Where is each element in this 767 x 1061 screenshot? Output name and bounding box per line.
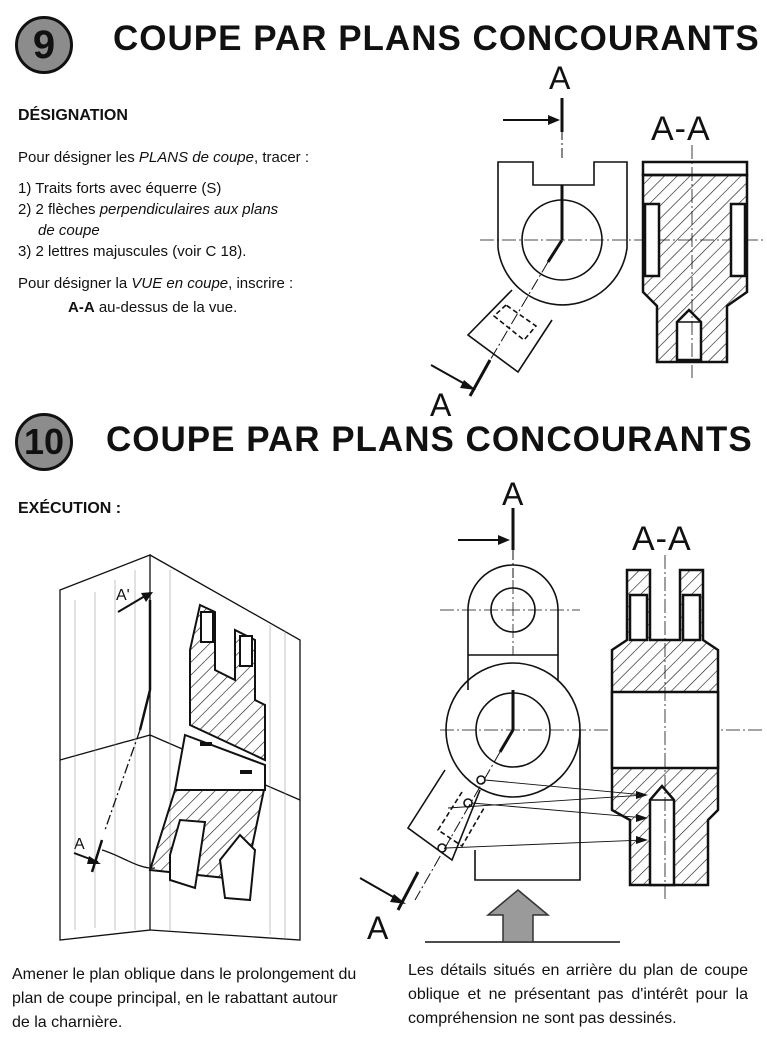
- text-fragment: perpendiculaires aux plans: [99, 201, 279, 218]
- section-title: COUPE PAR PLANS CONCOURANTS: [106, 420, 753, 459]
- caption-right: Les détails situés en arrière du plan de…: [408, 962, 748, 1027]
- text-fragment: , tracer :: [253, 149, 309, 166]
- caption-left: Amener le plan oblique dans le prolongem…: [12, 966, 357, 1031]
- designation-view-label-line: A-A au-dessus de la vue.: [68, 297, 237, 319]
- section-number: 10: [23, 421, 65, 462]
- list-item-2-continued: de coupe: [38, 220, 100, 242]
- text-fragment: VUE en coupe: [131, 275, 229, 292]
- text-fragment: Pour désigner les: [18, 149, 139, 166]
- section-subtitle: EXÉCUTION :: [18, 500, 122, 517]
- list-item-1: 1) Traits forts avec équerre (S): [18, 180, 222, 197]
- text-fragment: Pour désigner la: [18, 275, 132, 292]
- section-subtitle: DÉSIGNATION: [18, 107, 128, 124]
- text-fragment: , inscrire :: [228, 275, 294, 292]
- section-title: COUPE PAR PLANS CONCOURANTS: [113, 19, 760, 58]
- iso-label-bottom: A: [74, 836, 85, 853]
- section-label-top: A: [502, 476, 524, 512]
- section-label-bottom: A: [367, 910, 389, 946]
- section-number-badge: 9: [15, 16, 73, 74]
- designation-view-line: Pour désigner la VUE en coupe, inscrire …: [18, 273, 293, 295]
- designation-intro: Pour désigner les PLANS de coupe, tracer…: [18, 147, 309, 169]
- section-number-badge: 10: [15, 413, 73, 471]
- section-view-label: A-A: [632, 520, 692, 558]
- list-item-3: 3) 2 lettres majuscules (voir C 18).: [18, 243, 247, 260]
- section-view-label: A-A: [651, 110, 711, 148]
- text-fragment: 2) 2 flèches: [18, 201, 100, 218]
- text-fragment: A-A: [68, 299, 95, 316]
- iso-label-top: A': [116, 587, 130, 604]
- section-label-top: A: [549, 60, 571, 96]
- drawing-9-front-view: [430, 98, 765, 397]
- text-fragment: au-dessus de la vue.: [94, 299, 238, 316]
- text-fragment: de coupe: [38, 222, 100, 239]
- section-label-bottom: A: [430, 387, 452, 423]
- list-item-2: 2) 2 flèches perpendiculaires aux plans: [18, 199, 278, 221]
- text-fragment: PLANS de coupe: [138, 149, 254, 166]
- section-number: 9: [32, 22, 56, 67]
